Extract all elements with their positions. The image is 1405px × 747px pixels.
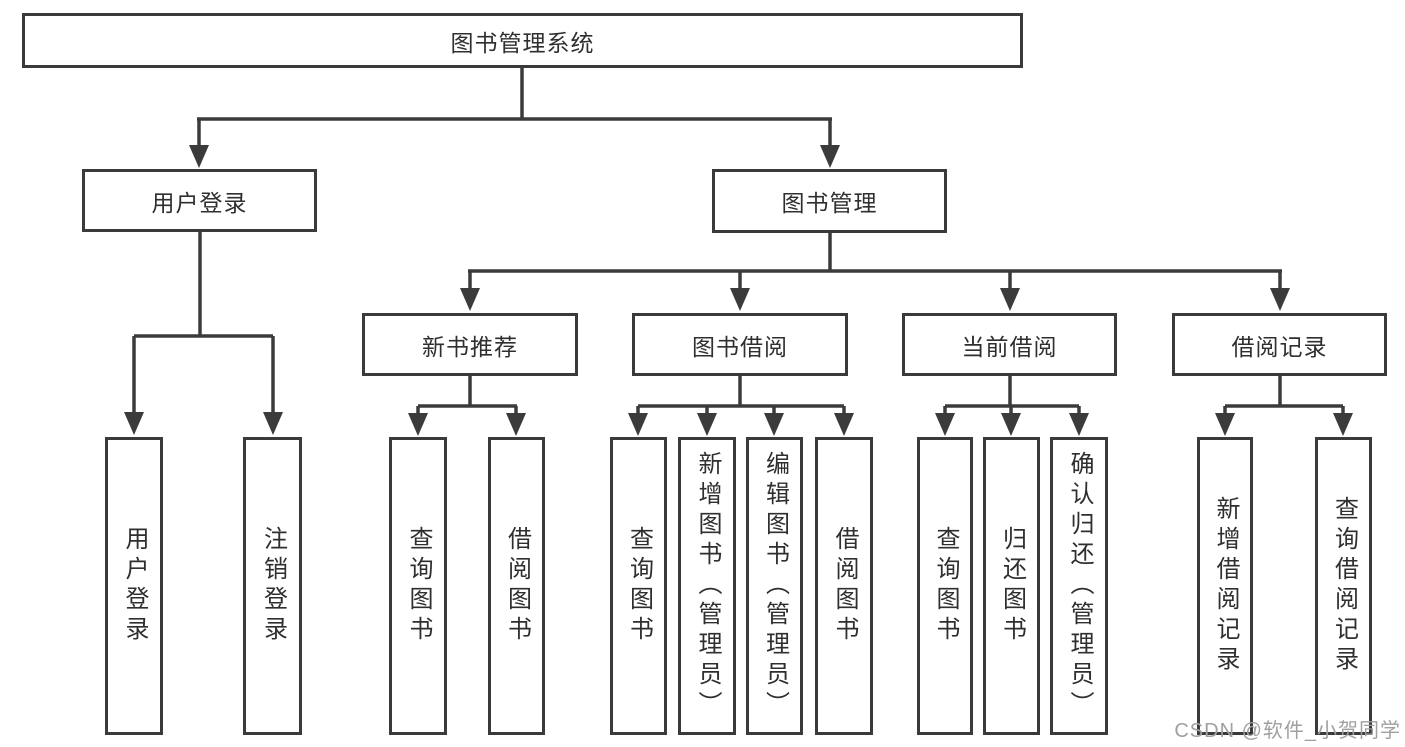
leaf-return-books: 归还图书: [983, 437, 1040, 735]
leaf-label: 新增借阅记录: [1212, 496, 1239, 676]
leaf-label: 注销登录: [259, 526, 287, 646]
leaf-label: 确认归还（管理员）: [1066, 451, 1093, 721]
connector-book-borrowing: [628, 376, 854, 436]
connector-new-book-recommendation: [408, 376, 526, 436]
connector-current-borrowing: [935, 376, 1089, 436]
leaf-label: 查询借阅记录: [1330, 496, 1358, 676]
node-label: 图书管理系统: [450, 29, 595, 56]
node-label: 图书借阅: [692, 333, 788, 360]
node-library-system: 图书管理系统: [22, 13, 1023, 68]
node-label: 图书管理: [781, 190, 878, 216]
leaf-label: 查询图书: [625, 526, 653, 646]
leaf-label: 归还图书: [998, 526, 1026, 646]
leaf-label: 借阅图书: [503, 526, 531, 646]
leaf-add-borrow-record: 新增借阅记录: [1197, 437, 1253, 735]
watermark: CSDN @软件_小贺同学: [1174, 720, 1401, 742]
node-user-login: 用户登录: [82, 169, 317, 232]
leaf-label: 用户登录: [121, 526, 148, 646]
leaf-borrow-books-recommend: 借阅图书: [488, 437, 545, 735]
leaf-query-books-current: 查询图书: [917, 437, 973, 735]
leaf-label: 查询图书: [405, 526, 432, 646]
connector-book-management: [460, 233, 1290, 311]
node-label: 新书推荐: [422, 333, 518, 360]
node-book-management: 图书管理: [712, 169, 947, 233]
leaf-label: 新增图书（管理员）: [694, 451, 721, 721]
leaf-query-books-recommend: 查询图书: [389, 437, 447, 735]
node-label: 当前借阅: [961, 333, 1058, 360]
leaf-logout-login: 注销登录: [243, 437, 302, 735]
connector-user-login: [124, 232, 283, 435]
node-new-book-recommendation: 新书推荐: [362, 313, 578, 376]
leaf-add-books-admin: 新增图书（管理员）: [678, 437, 736, 735]
node-label: 用户登录: [151, 189, 248, 216]
leaf-user-login: 用户登录: [105, 437, 163, 735]
leaf-label: 借阅图书: [831, 526, 858, 646]
connector-borrowing-records: [1215, 376, 1353, 436]
leaf-query-books-borrow: 查询图书: [610, 437, 667, 735]
node-borrowing-records: 借阅记录: [1172, 313, 1387, 376]
node-book-borrowing: 图书借阅: [632, 313, 848, 376]
leaf-label: 查询图书: [932, 526, 959, 646]
leaf-label: 编辑图书（管理员）: [761, 451, 789, 721]
connector-root: [189, 68, 840, 168]
node-label: 借阅记录: [1231, 333, 1328, 360]
leaf-query-borrow-record: 查询借阅记录: [1315, 437, 1372, 735]
leaf-edit-books-admin: 编辑图书（管理员）: [746, 437, 803, 735]
node-current-borrowing: 当前借阅: [902, 313, 1117, 376]
leaf-borrow-books: 借阅图书: [815, 437, 873, 735]
leaf-confirm-return-admin: 确认归还（管理员）: [1050, 437, 1108, 735]
